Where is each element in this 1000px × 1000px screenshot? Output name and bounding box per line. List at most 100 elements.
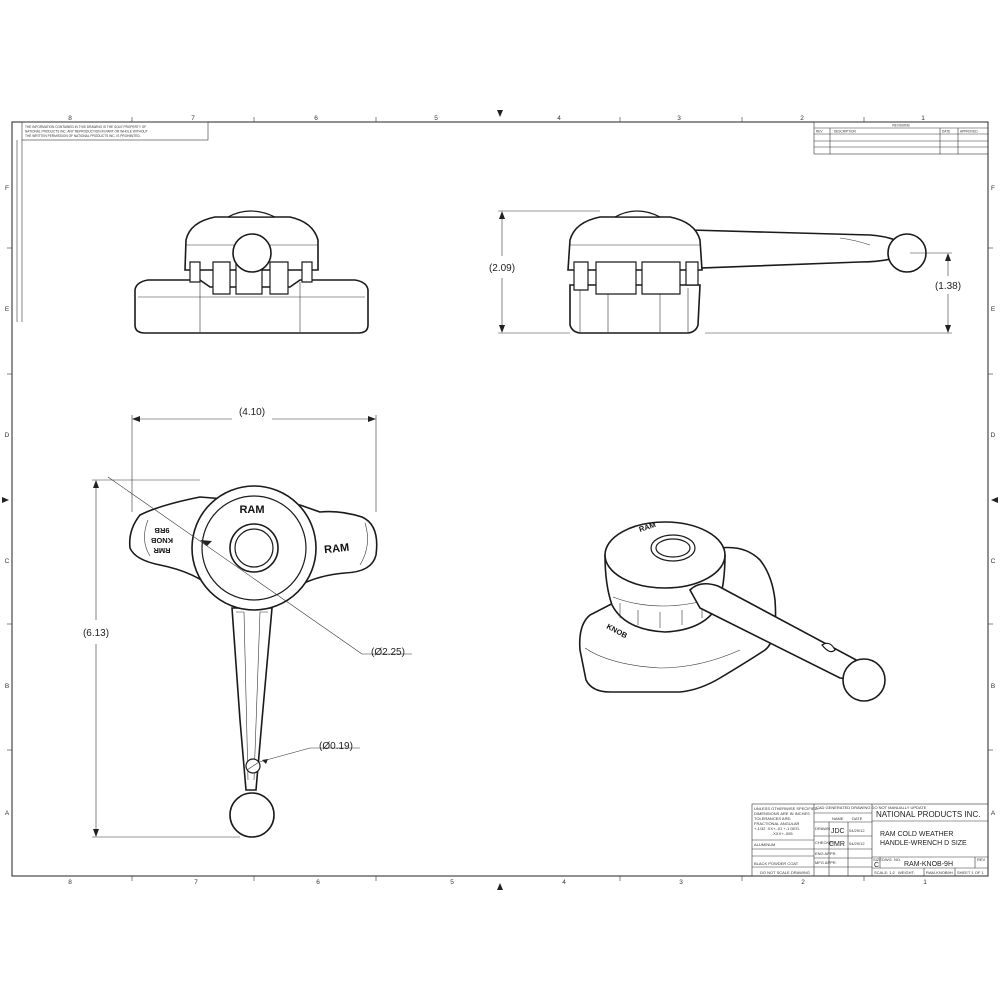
marking-ram-top: RAM [239, 504, 264, 516]
rev-col-description: DESCRIPTION [834, 130, 856, 134]
zone-row-d: D [5, 432, 10, 439]
tol-note-6: .XXX+-.005 [772, 831, 793, 836]
zone-col-6: 6 [314, 115, 318, 122]
dim-height-label: (2.09) [489, 263, 515, 274]
zone-col-4: 4 [557, 115, 561, 122]
drawn-date: 04/29/12 [849, 828, 865, 833]
zone-col-1-bottom: 1 [923, 879, 927, 886]
date-col-header: DATE [852, 816, 863, 821]
dim-hole-diameter-label: (Ø0.19) [319, 741, 353, 752]
revision-block: REVISIONS REV DESCRIPTION DATE APPROVED [813, 121, 989, 155]
marking-knob-line2: KNOB [150, 536, 173, 545]
dimension-overall-height: (2.09) [489, 210, 600, 334]
revisions-heading: REVISIONS [892, 124, 909, 128]
marking-knob-label: RMR KNOB 9RB [150, 526, 173, 555]
zone-col-5: 5 [434, 115, 438, 122]
zone-col-7: 7 [191, 115, 195, 122]
file-reference: RAM-KNOB9H [926, 870, 953, 875]
dim-ball-height-label: (1.38) [935, 281, 961, 292]
zone-row-a-right: A [991, 810, 996, 817]
part-number: RAM-KNOB-9H [904, 861, 953, 868]
zone-row-b-right: B [991, 683, 995, 690]
dim-width-label: (4.10) [239, 407, 265, 418]
tol-note-1: UNLESS OTHERWISE SPECIFIED: [754, 806, 819, 811]
zone-row-f: F [5, 185, 9, 192]
zone-row-c: C [5, 558, 10, 565]
company-name: NATIONAL PRODUCTS INC. [876, 810, 980, 819]
part-name-line-2: HANDLE-WRENCH D SIZE [880, 840, 967, 847]
weight-label: WEIGHT: [898, 870, 915, 875]
zone-col-7-bottom: 7 [194, 879, 198, 886]
checked-date: 04/29/12 [849, 841, 865, 846]
zone-col-8-bottom: 8 [68, 879, 72, 886]
drawn-label: DRAWN [815, 826, 830, 831]
side-view [567, 210, 927, 334]
drawing-border [11, 121, 989, 877]
eng-appr-label: ENG APPR. [815, 851, 837, 856]
dwg-no-label: DWG. NO. [882, 857, 901, 862]
dim-knob-diameter-label: (Ø2.25) [371, 647, 405, 658]
material-value: ALUMINUM [754, 842, 775, 847]
size-label: SIZE [873, 857, 882, 862]
rev-col-date: DATE [942, 130, 950, 134]
dimension-overall-width: (4.10) [131, 407, 377, 512]
tol-note-5: +-1/32 .XX+-.01 +-1 DEG. [754, 826, 800, 831]
isometric-view: KNOB RAM [578, 520, 886, 702]
part-name-line-1: RAM COLD WEATHER [880, 831, 953, 838]
dimension-overall-length: (6.13) [83, 479, 240, 838]
marking-ram-side: RAM [324, 542, 350, 557]
zone-row-a: A [5, 810, 10, 817]
dimension-knob-diameter: (Ø2.25) [107, 476, 412, 658]
rev-col-approved: APPROVED [960, 130, 978, 134]
zone-col-1: 1 [921, 115, 925, 122]
checked-by: CMR [829, 841, 845, 848]
dim-length-label: (6.13) [83, 628, 109, 639]
zone-col-3-bottom: 3 [679, 879, 683, 886]
notice-line-1: THE INFORMATION CONTAINED IN THIS DRAWIN… [25, 125, 146, 129]
marking-knob-line1: RMR [153, 546, 171, 555]
zone-col-4-bottom: 4 [562, 879, 566, 886]
title-block: UNLESS OTHERWISE SPECIFIED: DIMENSIONS A… [751, 803, 989, 877]
scale-label: SCALE: 1:2 [874, 870, 896, 875]
notice-line-2: NATIONAL PRODUCTS INC. ANY REPRODUCTION … [25, 130, 148, 134]
dimension-ball-height: (1.38) [705, 252, 961, 334]
zone-column-labels-top: 8 7 6 5 4 3 2 1 [68, 115, 925, 122]
sheet-label: SHEET 1 OF 1 [957, 870, 984, 875]
drawn-by: JDC [831, 828, 845, 835]
mfg-appr-label: MFG APPR. [815, 860, 837, 865]
finish-value: BLACK POWDER COAT [754, 861, 799, 866]
zone-row-e-right: E [991, 306, 996, 313]
zone-row-c-right: C [991, 558, 996, 565]
size-value: C [874, 862, 879, 869]
zone-col-5-bottom: 5 [450, 879, 454, 886]
front-view [134, 210, 369, 334]
zone-row-labels-left: F E D C B A [5, 185, 10, 817]
dimension-hole-diameter: (Ø0.19) [258, 741, 360, 764]
zone-ticks [2, 110, 998, 890]
notice-line-3: THE WRITTEN PERMISSION OF NATIONAL PRODU… [25, 134, 141, 138]
tol-note-4: FRACTIONAL ANGULAR [754, 821, 800, 826]
zone-row-b: B [5, 683, 9, 690]
do-not-scale: DO NOT SCALE DRAWING [760, 870, 810, 875]
tol-note-2: DIMENSIONS ARE IN INCHES [754, 811, 810, 816]
zone-col-8: 8 [68, 115, 72, 122]
zone-col-2-bottom: 2 [801, 879, 805, 886]
proprietary-notice: THE INFORMATION CONTAINED IN THIS DRAWIN… [21, 121, 209, 141]
checked-label: CHECKED [815, 840, 835, 845]
zone-col-3: 3 [677, 115, 681, 122]
tol-note-3: TOLERANCES ARE: [754, 816, 791, 821]
name-col-header: NAME [832, 816, 844, 821]
zone-row-f-right: F [991, 185, 995, 192]
zone-col-6-bottom: 6 [316, 879, 320, 886]
zone-column-labels-bottom: 8 7 6 5 4 3 2 1 [68, 879, 927, 886]
marking-knob-line3: 9RB [154, 526, 170, 535]
top-view: RAM RAM RMR KNOB 9RB [128, 485, 378, 838]
cad-note: CAD GENERATED DRAWING DO NOT MANUALLY UP… [816, 805, 927, 810]
rev-label: REV [977, 857, 986, 862]
zone-row-e: E [5, 306, 10, 313]
zone-row-d-right: D [991, 432, 996, 439]
rev-col-rev: REV [816, 130, 823, 134]
zone-col-2: 2 [800, 115, 804, 122]
zone-row-labels-right: F E D C B A [991, 185, 996, 817]
